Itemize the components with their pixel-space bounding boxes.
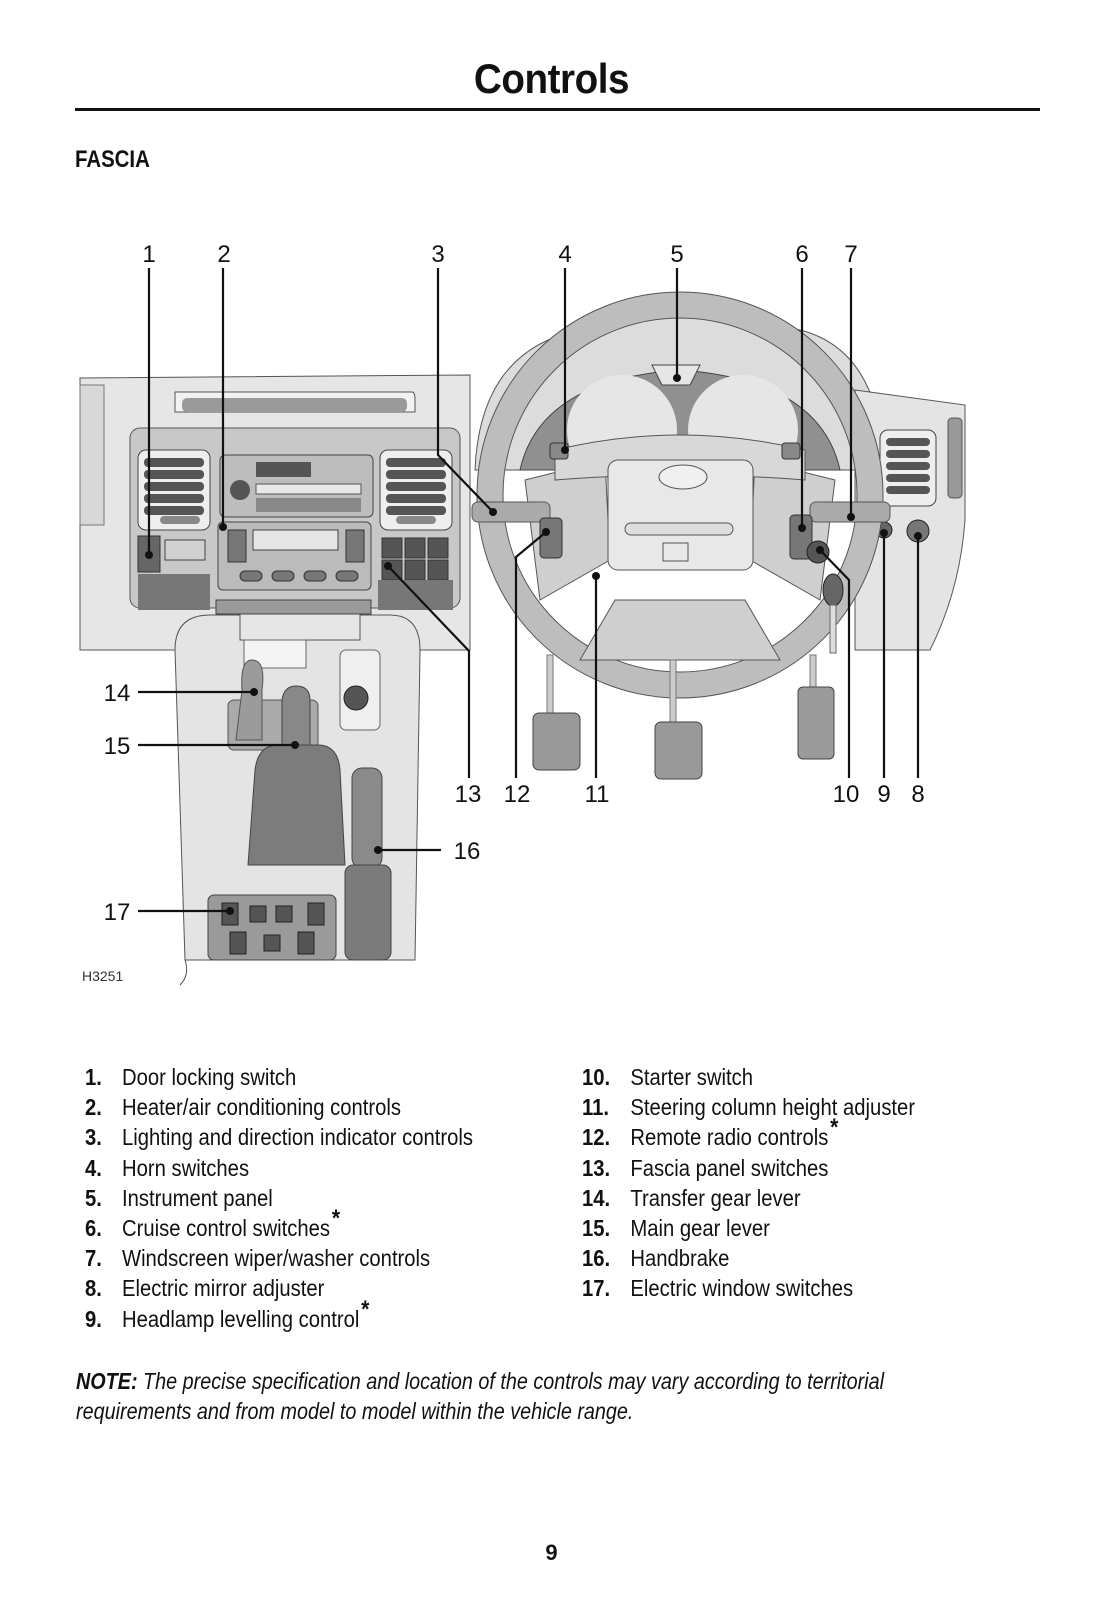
legend-item: 3. Lighting and direction indicator contr… (85, 1122, 473, 1152)
legend-left-column: 1. Door locking switch 2. Heater/air condit… (85, 1062, 526, 1334)
dashboard-illustration (79, 291, 966, 986)
legend-label: Cruise control switches (121, 1215, 331, 1242)
note-text: The precise specification and location o… (76, 1368, 885, 1424)
callout-17: 17 (104, 899, 131, 926)
legend-item: 15. Main gear lever (582, 1213, 915, 1243)
legend-item: 5. Instrument panel (85, 1183, 473, 1213)
legend-label: Heater/air conditioning controls (121, 1094, 401, 1121)
legend-label: Starter switch (630, 1064, 754, 1090)
legend-number: 6. (85, 1215, 102, 1242)
callout-5: 5 (670, 241, 683, 268)
section-heading: FASCIA (75, 146, 150, 173)
legend-item: 7. Windscreen wiper/washer controls (85, 1243, 473, 1273)
page-number: 9 (545, 1540, 558, 1565)
leader-dots (145, 374, 922, 915)
legend-number: 8. (85, 1275, 102, 1302)
legend-label: Electric window switches (630, 1275, 854, 1302)
callout-1: 1 (142, 241, 155, 268)
callout-9: 9 (877, 781, 890, 808)
legend-label: Handbrake (630, 1245, 730, 1272)
legend-right-column: 10. Starter switch 11. Steering column heig… (582, 1062, 960, 1304)
note-label: NOTE: (76, 1368, 138, 1394)
callout-numbers: 1 2 3 4 5 6 7 8 9 10 11 12 13 14 15 16 1… (104, 241, 925, 926)
callout-2: 2 (217, 241, 230, 268)
legend-label: Steering column height adjuster (630, 1094, 916, 1121)
legend-label: Transfer gear lever (630, 1184, 801, 1211)
legend-label: Fascia panel switches (630, 1154, 829, 1181)
page-title: Controls (473, 55, 630, 102)
callout-8: 8 (911, 781, 924, 808)
legend-number: 11. (582, 1094, 610, 1121)
callout-16: 16 (454, 838, 481, 865)
legend-label: Electric mirror adjuster (121, 1275, 325, 1302)
note-paragraph: NOTE: The precise specification and loca… (76, 1366, 988, 1426)
legend-number: 5. (85, 1184, 102, 1211)
legend-item: 12. Remote radio controls* (582, 1114, 915, 1152)
legend-label: Main gear lever (630, 1215, 770, 1242)
legend-item: 8. Electric mirror adjuster (85, 1273, 473, 1303)
legend-number: 16. (582, 1245, 611, 1272)
optional-marker-icon: * (361, 1295, 370, 1323)
callout-14: 14 (104, 680, 131, 707)
legend-number: 9. (85, 1305, 102, 1332)
legend-number: 10. (582, 1064, 611, 1090)
legend-number: 14. (582, 1184, 611, 1211)
optional-marker-icon: * (830, 1114, 839, 1142)
callout-12: 12 (504, 781, 531, 808)
legend-item: 11. Steering column height adjuster (582, 1092, 915, 1122)
legend-label: Windscreen wiper/washer controls (121, 1245, 431, 1272)
legend-item: 9. Headlamp levelling control* (85, 1296, 473, 1334)
legend-item: 2. Heater/air conditioning controls (85, 1092, 473, 1122)
legend-item: 17. Electric window switches (582, 1273, 915, 1303)
callout-6: 6 (795, 241, 808, 268)
callout-3: 3 (431, 241, 444, 268)
legend-item: 13. Fascia panel switches (582, 1153, 915, 1183)
fascia-diagram: 1 2 3 4 5 6 7 8 9 10 11 12 13 14 15 16 1… (79, 241, 966, 986)
legend-label: Remote radio controls (630, 1124, 829, 1151)
legend-item: 14. Transfer gear lever (582, 1183, 915, 1213)
callout-15: 15 (104, 733, 131, 760)
legend-label: Horn switches (121, 1154, 250, 1181)
legend-item: 16. Handbrake (582, 1243, 915, 1273)
title-rule (75, 108, 1040, 111)
callout-13: 13 (455, 781, 482, 808)
legend-number: 15. (582, 1215, 611, 1242)
legend-label: Instrument panel (121, 1184, 273, 1211)
legend-number: 12. (582, 1124, 611, 1151)
optional-marker-icon: * (331, 1205, 341, 1233)
figure-code: H3251 (82, 968, 123, 984)
legend-number: 1. (85, 1064, 102, 1090)
legend-label: Lighting and direction indicator control… (121, 1124, 473, 1151)
legend-number: 3. (85, 1124, 102, 1151)
legend-label: Headlamp levelling control (121, 1305, 360, 1332)
callout-10: 10 (833, 781, 860, 808)
callout-4: 4 (558, 241, 571, 268)
legend-item: 10. Starter switch (582, 1062, 915, 1092)
legend-number: 13. (582, 1154, 611, 1181)
legend-item: 6. Cruise control switches* (85, 1205, 473, 1243)
legend-label: Door locking switch (121, 1064, 297, 1090)
callout-7: 7 (844, 241, 857, 268)
callout-11: 11 (585, 781, 610, 808)
legend-number: 17. (582, 1275, 611, 1302)
legend-number: 2. (85, 1094, 102, 1121)
legend-item: 4. Horn switches (85, 1153, 473, 1183)
legend-number: 4. (85, 1154, 102, 1181)
legend-number: 7. (85, 1245, 102, 1272)
legend-item: 1. Door locking switch (85, 1062, 473, 1092)
leader-lines (138, 268, 920, 913)
